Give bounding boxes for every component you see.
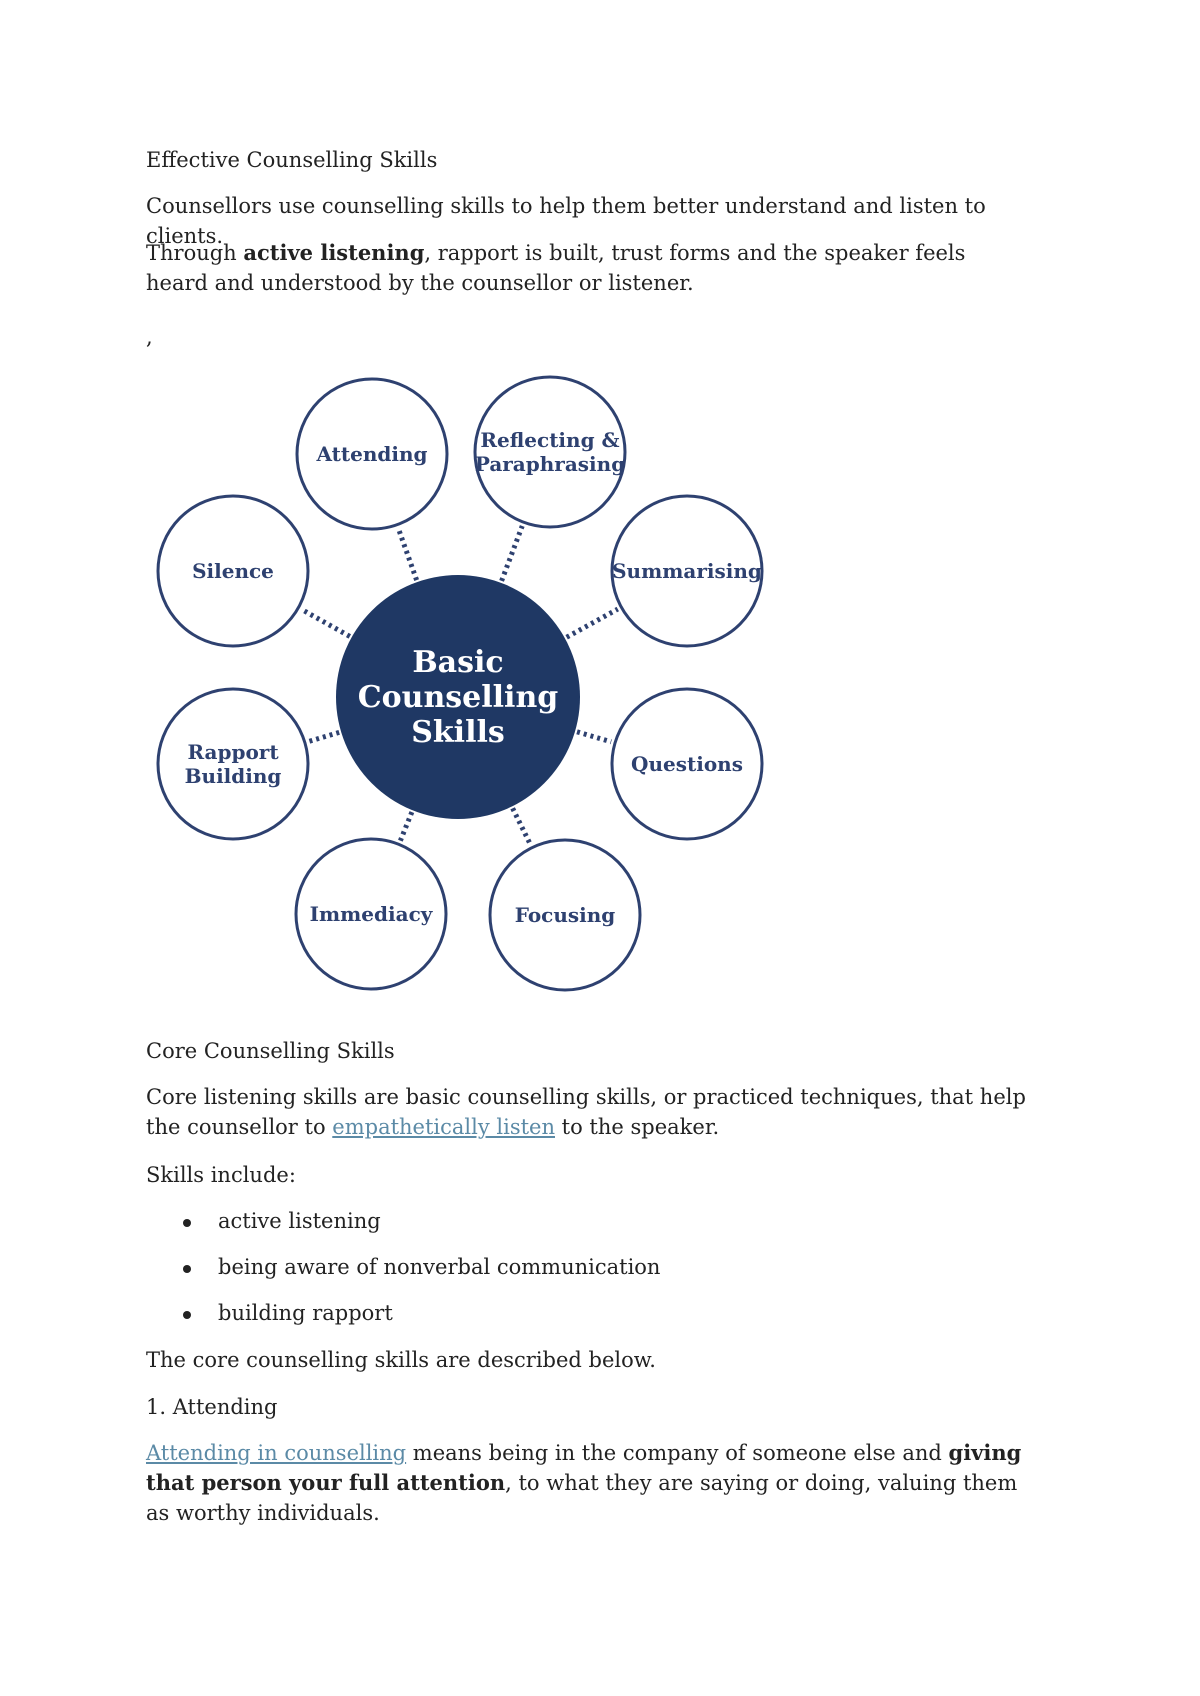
skill-node-label: Attending <box>315 442 427 466</box>
attending-paragraph: Attending in counselling means being in … <box>146 1438 1026 1528</box>
core-skills-paragraph: Core listening skills are basic counsell… <box>146 1082 1026 1142</box>
attending-in-counselling-link[interactable]: Attending in counselling <box>146 1441 407 1465</box>
skill-node: Reflecting &Paraphrasing <box>473 375 627 529</box>
connector-line <box>308 729 340 744</box>
connector-line <box>398 811 415 842</box>
skill-node-circle <box>156 687 310 841</box>
center-label: Basic <box>412 645 503 680</box>
p2-pre: Through <box>146 241 244 265</box>
active-listening-paragraph: Through active listening, rapport is bui… <box>146 238 1026 298</box>
p2-post: , rapport is built, trust forms and the … <box>146 241 966 295</box>
skill-node: Summarising <box>610 494 764 648</box>
connector-line <box>565 606 619 640</box>
center-circle <box>336 575 580 819</box>
intro-paragraph: Counsellors use counselling skills to he… <box>146 194 986 248</box>
bullet-item: being aware of nonverbal communication <box>218 1255 661 1279</box>
attending-heading: 1. Attending <box>146 1395 278 1419</box>
skill-node: Silence <box>156 494 310 648</box>
active-listening-bold: active listening <box>243 240 425 265</box>
skill-node-circle <box>156 494 310 648</box>
full-attention-bold: giving that person your full attention <box>146 1440 1022 1495</box>
skill-node-circle <box>295 377 449 531</box>
skill-node-label: Building <box>185 764 282 788</box>
skill-node: Immediacy <box>294 837 448 991</box>
skill-node: Questions <box>610 687 764 841</box>
skill-node-circle <box>610 687 764 841</box>
connector-line <box>510 807 533 846</box>
bullet-item: active listening <box>218 1209 381 1233</box>
skill-node-circle <box>488 838 642 992</box>
core-p-post: to the speaker. <box>555 1115 720 1139</box>
document-title: Effective Counselling Skills <box>146 148 438 172</box>
bullet-item: building rapport <box>218 1301 393 1325</box>
connector-line <box>576 729 612 745</box>
skill-node-label: Summarising <box>612 559 762 583</box>
bullet-dot <box>183 1265 191 1273</box>
skill-node-label: Paraphrasing <box>475 452 625 476</box>
attending-p-mid: means being in the company of someone el… <box>406 1441 949 1465</box>
skill-node-label: Questions <box>631 752 743 776</box>
skill-node-circle <box>473 375 627 529</box>
core-skills-heading: Core Counselling Skills <box>146 1039 395 1063</box>
core-described-paragraph: The core counselling skills are describe… <box>146 1348 656 1372</box>
stray-mark: , <box>146 325 153 349</box>
skill-node-label: Immediacy <box>310 902 434 926</box>
skill-node: Attending <box>295 377 449 531</box>
connector-line <box>300 607 352 639</box>
bullet-dot <box>183 1219 191 1227</box>
center-label: Counselling <box>358 680 558 715</box>
skill-node: Focusing <box>488 838 642 992</box>
basic-counselling-skills-diagram: Attending Reflecting &ParaphrasingSummari… <box>156 375 764 992</box>
connector-line <box>396 527 419 581</box>
center-label: Skills <box>411 715 505 750</box>
skill-node-label: Rapport <box>187 740 279 764</box>
skill-node-label: Silence <box>192 559 274 583</box>
skill-node-label: Focusing <box>515 903 616 927</box>
connector-line <box>499 525 525 582</box>
bullet-dot <box>183 1311 191 1319</box>
skill-node-label: Reflecting & <box>480 428 619 452</box>
empathetically-listen-link[interactable]: empathetically listen <box>332 1115 555 1139</box>
skills-include-label: Skills include: <box>146 1163 296 1187</box>
skill-node-circle <box>294 837 448 991</box>
core-p-pre: Core listening skills are basic counsell… <box>146 1085 1026 1139</box>
attending-p-post: , to what they are saying or doing, valu… <box>146 1471 1018 1525</box>
skill-node-circle <box>610 494 764 648</box>
